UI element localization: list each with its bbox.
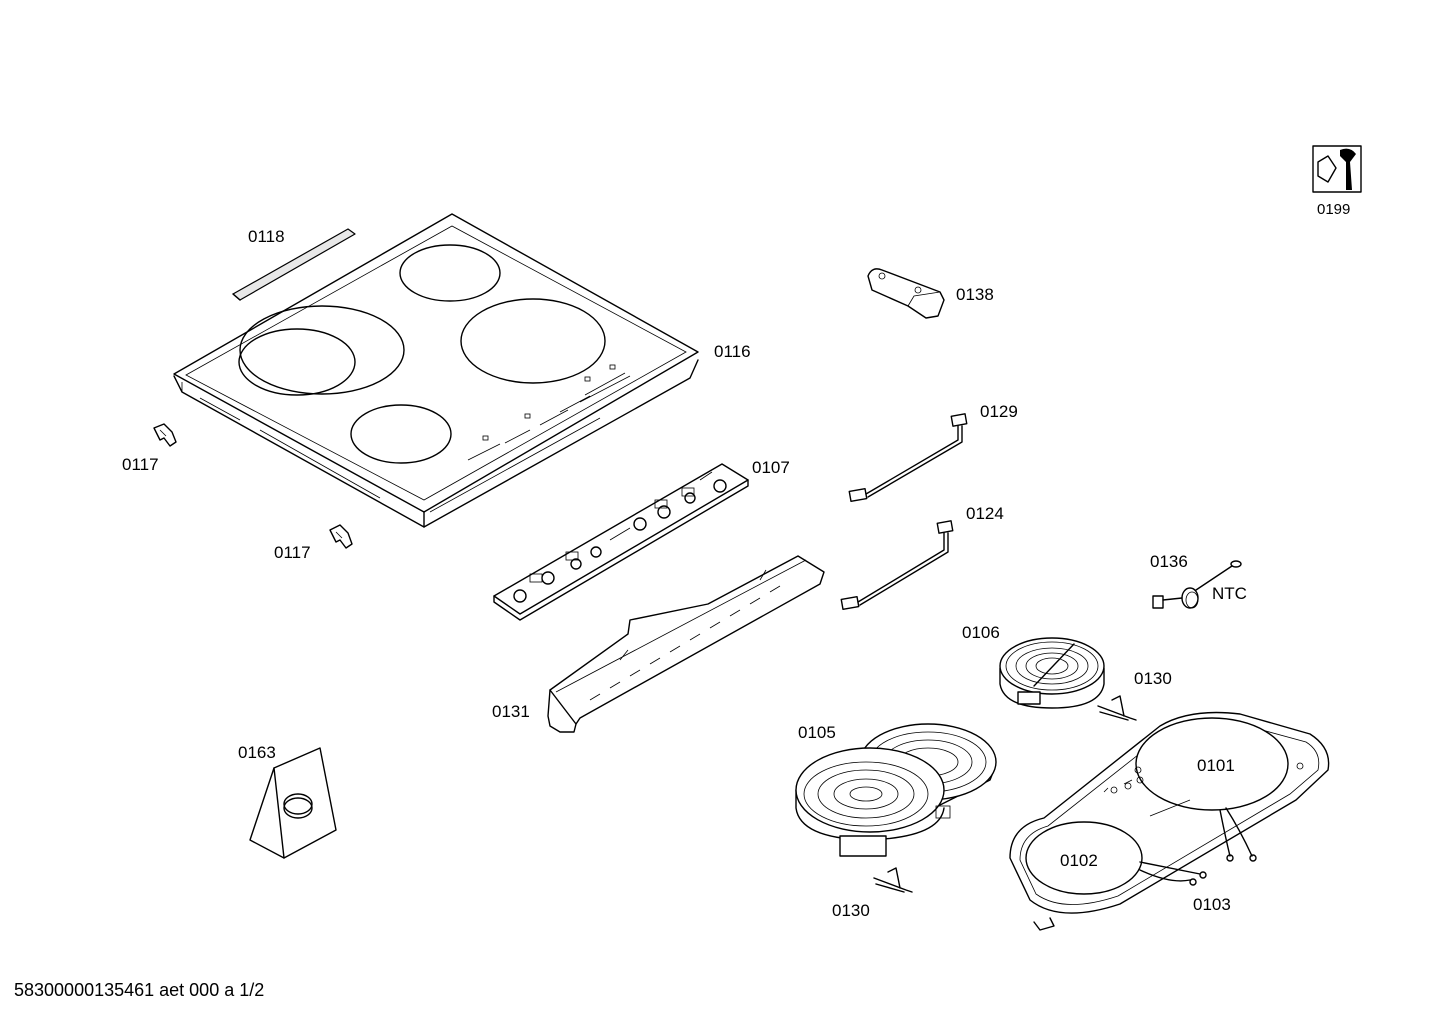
label-0101: 0101: [1197, 756, 1235, 775]
label-0105: 0105: [798, 723, 836, 742]
cleaning-kit-0163: [249, 747, 337, 859]
document-id-footer: 58300000135461 aet 000 a 1/2: [14, 980, 265, 1000]
support-bracket-0131: [547, 555, 825, 733]
label-0107: 0107: [752, 458, 790, 477]
cable-0129: [848, 413, 968, 503]
label-0103: 0103: [1193, 895, 1231, 914]
label-0116: 0116: [714, 342, 751, 361]
control-board-0107: [493, 463, 749, 621]
label-0138: 0138: [956, 285, 994, 304]
connector-0138: [867, 268, 945, 319]
cooktop-glass-0116: [173, 213, 699, 528]
cable-0124: [840, 520, 954, 611]
label-0117-a: 0117: [122, 455, 159, 474]
label-0199: 0199: [1317, 201, 1350, 218]
clip-0117-a: [153, 423, 177, 447]
label-0163: 0163: [238, 743, 276, 762]
heating-element-0106: [999, 637, 1105, 709]
label-0131: 0131: [492, 702, 530, 721]
ntc-sensor-0136: [1152, 560, 1242, 609]
label-0106: 0106: [962, 623, 1000, 642]
base-tray-0101-0102-0103: [1009, 711, 1330, 931]
label-0129: 0129: [980, 402, 1018, 421]
tool-icon-0199: [1312, 145, 1362, 193]
heating-element-0105: [795, 723, 997, 857]
label-0118: 0118: [248, 227, 285, 246]
clip-0117-b: [329, 524, 353, 549]
seal-strip-0118: [232, 228, 356, 301]
thermostat-clip-0130-a: [1097, 695, 1137, 721]
label-0130-a: 0130: [1134, 669, 1172, 688]
label-0102: 0102: [1060, 851, 1098, 870]
label-0117-b: 0117: [274, 543, 311, 562]
label-ntc: NTC: [1212, 584, 1247, 603]
label-0124: 0124: [966, 504, 1004, 523]
thermostat-clip-0130-b: [873, 867, 913, 893]
label-0136: 0136: [1150, 552, 1188, 571]
label-0130-b: 0130: [832, 901, 870, 920]
